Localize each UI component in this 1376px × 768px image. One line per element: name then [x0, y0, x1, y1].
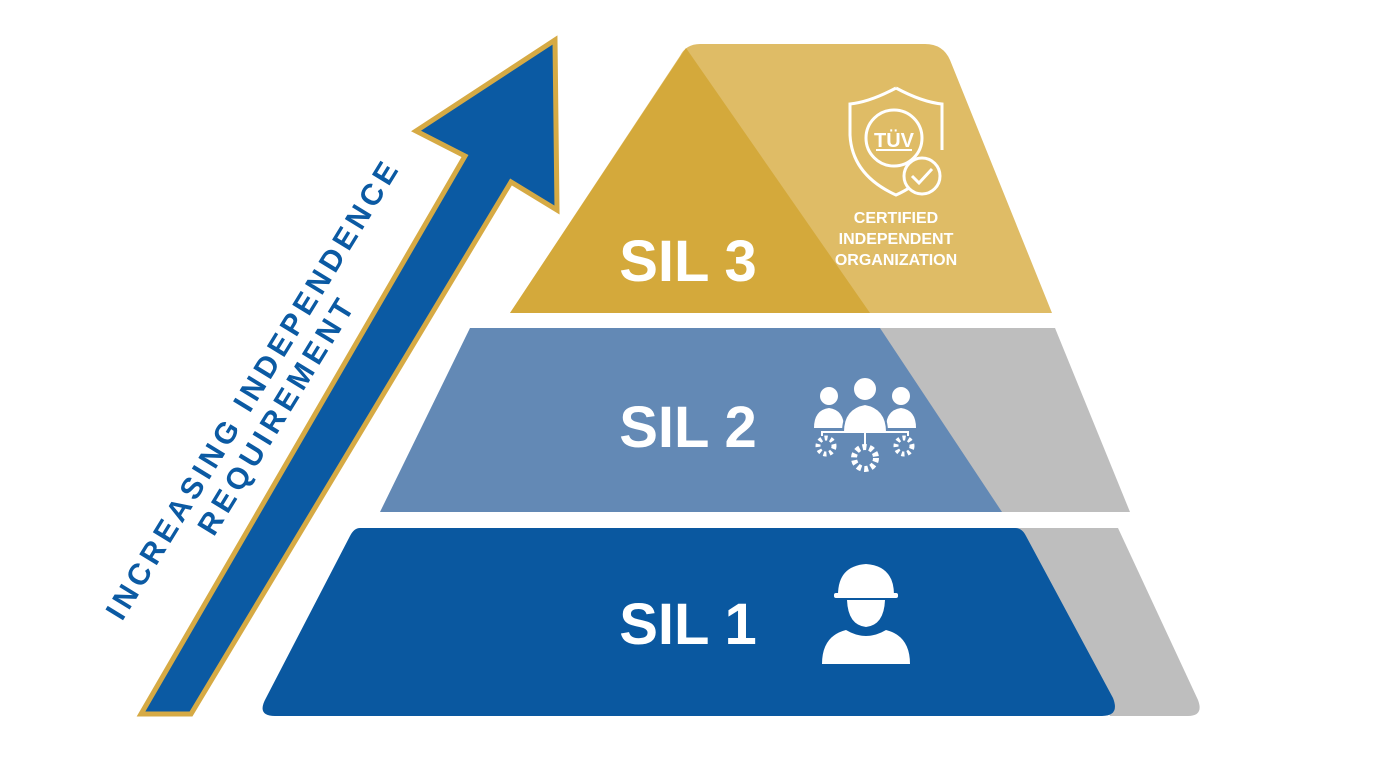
cert-caption-line1: CERTIFIED [854, 210, 938, 227]
hard-hat-worker-icon [822, 564, 910, 664]
cert-caption-line2: INDEPENDENT [839, 231, 954, 248]
sil2-tier: SIL 2 [380, 328, 1130, 512]
sil1-tier: SIL 1 [262, 528, 1200, 716]
tuv-badge-text: TÜV [874, 129, 915, 152]
sil2-label: SIL 2 [619, 395, 757, 460]
sil3-tier: SIL 3 TÜV CERTIFIED INDEPENDENT ORGANIZA… [510, 44, 1052, 313]
increasing-arrow [136, 35, 560, 717]
tuv-shield-check-icon [848, 86, 944, 197]
team-gears-icon [814, 376, 916, 472]
sil3-label: SIL 3 [619, 229, 757, 294]
sil1-label: SIL 1 [619, 592, 757, 657]
cert-caption-line3: ORGANIZATION [835, 252, 957, 269]
